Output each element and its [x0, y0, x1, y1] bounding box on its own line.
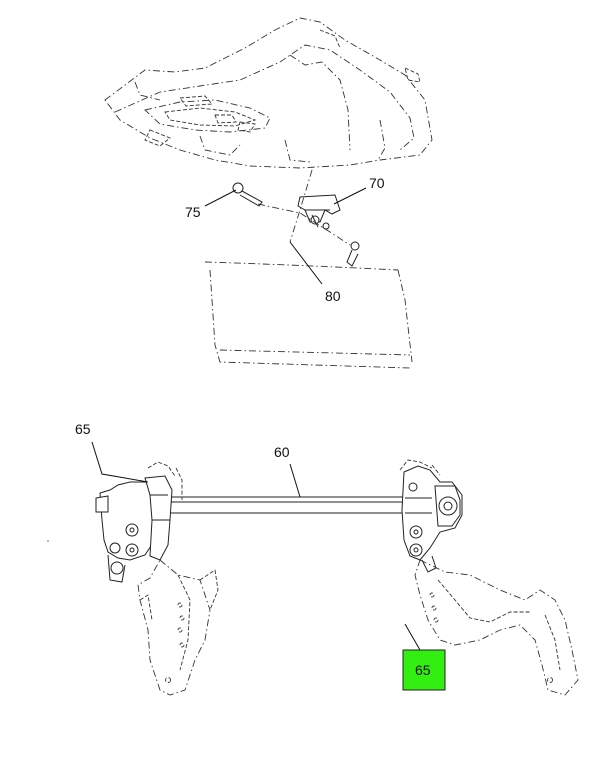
- callout-80[interactable]: 80: [325, 288, 341, 304]
- callout-65-left[interactable]: 65: [75, 421, 91, 437]
- part-65-right-pivot-bracket: [399, 459, 579, 696]
- part-60-cross-shaft: [167, 496, 405, 514]
- part-75-clevis-pin: [232, 182, 263, 207]
- callout-60[interactable]: 60: [274, 444, 290, 460]
- callout-70[interactable]: 70: [369, 175, 385, 191]
- part-80-cotter-pin: [346, 241, 360, 267]
- leader-60: [289, 463, 301, 498]
- callout-65-highlight-box[interactable]: [402, 649, 446, 691]
- callout-65-right[interactable]: 65: [415, 662, 431, 678]
- leader-75: [204, 189, 237, 207]
- seat-riser-housing: [204, 261, 413, 369]
- stray-dot: [47, 540, 49, 542]
- leader-65-right: [404, 623, 421, 651]
- part-70-bracket: [297, 194, 341, 230]
- part-65-left-pivot-bracket: [95, 461, 219, 696]
- callout-75[interactable]: 75: [185, 204, 201, 220]
- leader-65-left: [91, 441, 149, 483]
- leader-80: [289, 241, 323, 285]
- cab-floor-assembly: [104, 17, 433, 169]
- assembly-centerline: [257, 203, 351, 246]
- leader-70: [333, 187, 367, 205]
